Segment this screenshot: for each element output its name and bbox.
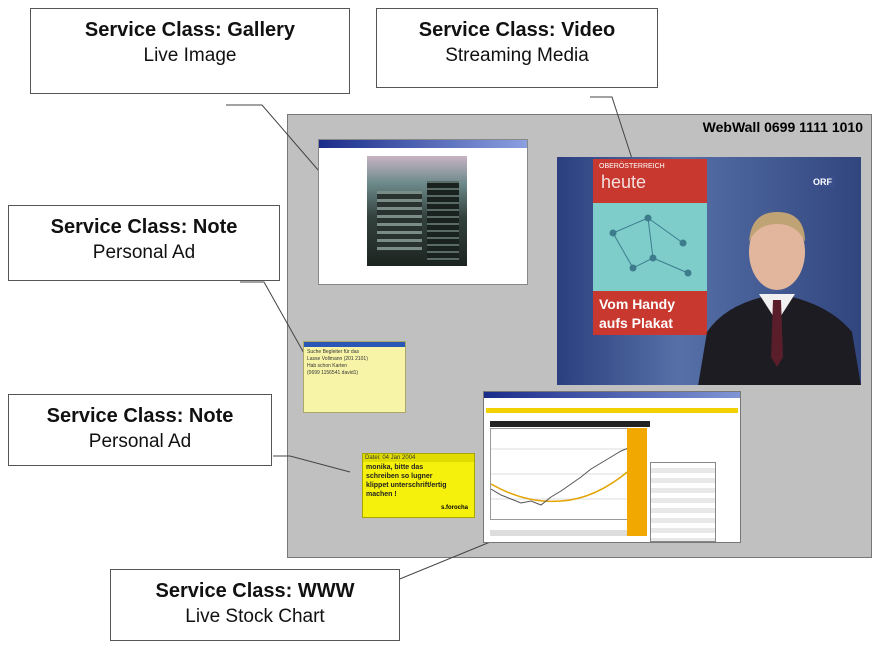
note1-line: Lasse Vollmann (201 2101) xyxy=(307,356,368,362)
news-anchor xyxy=(698,212,861,385)
callout-title: Service Class: WWW xyxy=(155,580,355,602)
www-window[interactable] xyxy=(483,391,741,543)
callout-subtitle: Personal Ad xyxy=(92,242,196,263)
www-tabs[interactable] xyxy=(490,421,650,427)
callout-title: Service Class: Note xyxy=(50,216,238,238)
callout-gallery: Service Class: Gallery Live Image xyxy=(30,8,350,94)
note2-line: schreiben so lugner xyxy=(366,473,433,480)
callout-video: Service Class: Video Streaming Media xyxy=(376,8,658,88)
callout-subtitle: Streaming Media xyxy=(445,45,589,66)
note2-line: klippet unterschrift/ertig xyxy=(366,482,447,489)
note2-line: monika, bitte das xyxy=(366,464,424,471)
headline-line-1: Vom Handy xyxy=(599,296,675,312)
channel-name: OBERÖSTERREICH xyxy=(599,163,665,170)
note2-signature: s.forocha xyxy=(440,505,468,511)
note-window-2[interactable]: Datei: 04 Jan 2004 monika, bitte das sch… xyxy=(362,453,475,518)
www-side-menu[interactable] xyxy=(627,428,647,536)
www-titlebar[interactable] xyxy=(484,392,740,398)
callout-note-1: Service Class: Note Personal Ad xyxy=(8,205,280,281)
callout-title: Service Class: Video xyxy=(418,19,616,41)
callout-www: Service Class: WWW Live Stock Chart xyxy=(110,569,400,641)
stock-chart xyxy=(490,428,632,520)
headline-line-2: aufs Plakat xyxy=(599,315,673,331)
gallery-window[interactable] xyxy=(318,139,528,285)
www-address-bar[interactable] xyxy=(486,408,738,413)
note1-titlebar[interactable] xyxy=(304,342,405,347)
network-graphic xyxy=(593,203,707,291)
callout-subtitle: Live Stock Chart xyxy=(185,606,325,627)
stock-table xyxy=(650,462,716,542)
callout-subtitle: Personal Ad xyxy=(88,431,192,452)
gallery-titlebar[interactable] xyxy=(319,140,527,148)
note1-line: Hab schon Karten xyxy=(307,363,348,369)
note-window-1[interactable]: Suche Begleiter für das Lasse Vollmann (… xyxy=(303,341,406,413)
headline-banner: Vom Handy aufs Plakat xyxy=(593,291,707,335)
program-name: heute xyxy=(601,172,647,192)
www-footer xyxy=(490,530,627,536)
callout-subtitle: Live Image xyxy=(143,45,237,66)
wall-title: WebWall 0699 1111 1010 xyxy=(702,119,863,135)
note1-line: Suche Begleiter für das xyxy=(307,349,359,355)
callout-title: Service Class: Note xyxy=(46,405,234,427)
callout-note-2: Service Class: Note Personal Ad xyxy=(8,394,272,466)
note1-line: (0699 1156541 david1) xyxy=(307,370,359,376)
callout-title: Service Class: Gallery xyxy=(84,19,296,41)
note2-header: Datei: 04 Jan 2004 xyxy=(363,454,474,462)
video-window[interactable]: OBERÖSTERREICH heute Vom Handy aufs Plak… xyxy=(557,157,861,385)
note2-line: machen ! xyxy=(366,491,397,498)
live-image xyxy=(367,156,467,266)
channel-banner: OBERÖSTERREICH heute xyxy=(593,159,707,203)
orf-logo: ORF xyxy=(810,177,835,187)
